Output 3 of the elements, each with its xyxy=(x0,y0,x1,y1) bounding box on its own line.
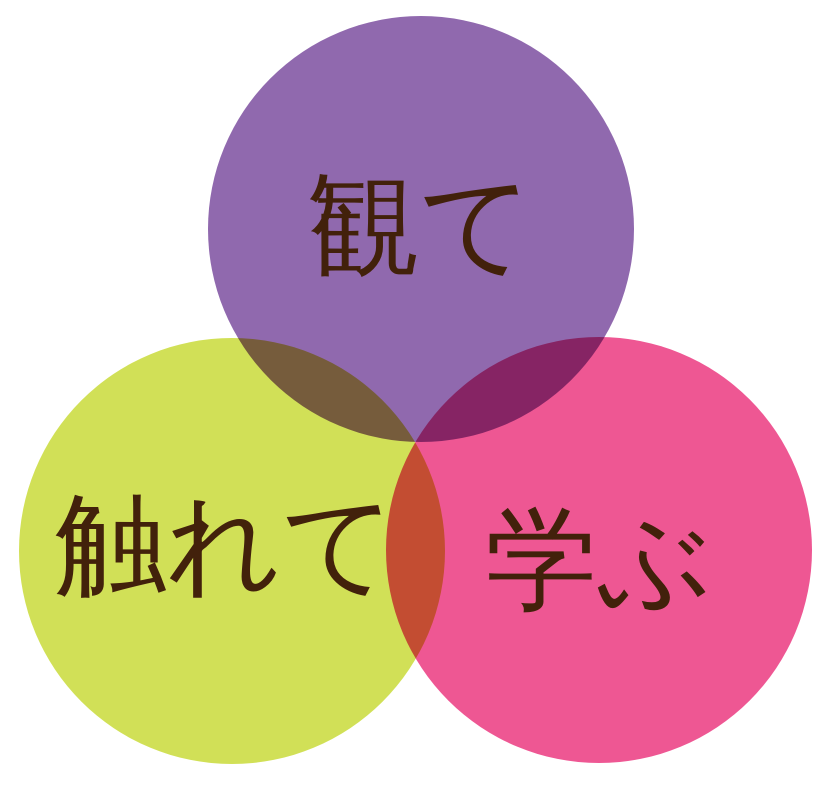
circle-label: 観て xyxy=(308,169,534,281)
circle-label: 学ぶ xyxy=(486,504,712,616)
circle-label: 触れて xyxy=(55,489,397,601)
